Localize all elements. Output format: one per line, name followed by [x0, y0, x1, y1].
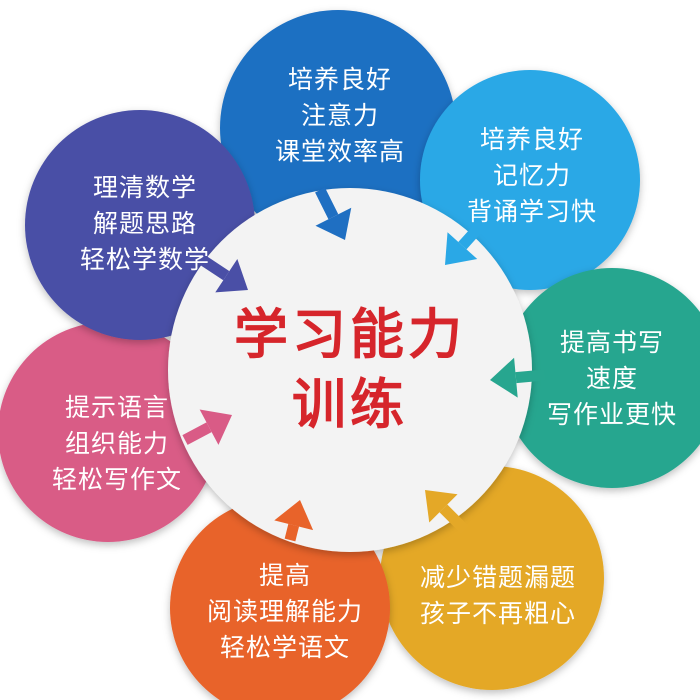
petal-memory-line-3: 背诵学习快 — [466, 197, 597, 226]
arrow-shaft-memory — [458, 211, 495, 250]
arrow-head-attention — [315, 207, 352, 240]
petal-writing-line-3: 写作业更快 — [546, 400, 677, 429]
petal-writing-line-1: 提高书写 — [559, 328, 664, 357]
petal-language-line-2: 组织能力 — [64, 429, 169, 458]
petal-math-line-3: 轻松学数学 — [79, 245, 210, 274]
petal-language-line-3: 轻松写作文 — [51, 465, 182, 494]
petal-attention-line-2: 注意力 — [300, 101, 379, 130]
petal-mistakes-line-2: 孩子不再粗心 — [419, 599, 576, 628]
center-title-line-2: 训练 — [292, 373, 408, 436]
petal-memory-line-2: 记忆力 — [492, 161, 571, 190]
arrow-head-memory — [445, 232, 478, 265]
arrow-head-reading — [274, 500, 314, 531]
arrow-shaft-writing — [515, 369, 546, 384]
arrow-shaft-attention — [315, 187, 339, 220]
petal-math-line-2: 解题思路 — [92, 209, 197, 238]
center-circle — [168, 188, 532, 552]
petal-mistakes-label: 减少错题漏题 孩子不再粗心 — [398, 560, 598, 632]
petal-language-label: 提示语言 组织能力 轻松写作文 — [32, 390, 202, 498]
petal-reading-line-2: 阅读理解能力 — [206, 597, 363, 626]
petal-memory-label: 培养良好 记忆力 背诵学习快 — [432, 122, 632, 230]
center-title: 学习能力 训练 — [200, 300, 500, 440]
petal-writing-label: 提高书写 速度 写作业更快 — [522, 325, 700, 433]
petal-attention-label: 培养良好 注意力 课堂效率高 — [240, 62, 440, 170]
center-title-line-1: 学习能力 — [234, 303, 466, 366]
arrow-shaft-mistakes — [439, 504, 469, 534]
petal-reading-label: 提高 阅读理解能力 轻松学语文 — [185, 558, 385, 666]
petal-writing — [502, 268, 700, 488]
petal-memory-line-1: 培养良好 — [479, 125, 584, 154]
petal-language — [0, 322, 218, 542]
arrow-shaft-reading — [284, 523, 300, 542]
petal-reading-line-3: 轻松学语文 — [219, 633, 350, 662]
petal-attention-line-3: 课堂效率高 — [274, 137, 405, 166]
petal-math-line-1: 理清数学 — [92, 173, 197, 202]
petal-writing-line-2: 速度 — [585, 364, 638, 393]
petal-math-label: 理清数学 解题思路 轻松学数学 — [55, 170, 235, 278]
petal-attention — [220, 10, 456, 246]
arrow-head-language — [199, 409, 232, 445]
arrow-head-math — [215, 258, 248, 293]
arrow-head-writing — [490, 357, 518, 398]
petal-language-line-1: 提示语言 — [64, 393, 169, 422]
petal-reading-line-1: 提高 — [258, 561, 311, 590]
arrow-shaft-math — [191, 250, 230, 281]
petal-attention-line-1: 培养良好 — [287, 65, 392, 94]
arrow-head-mistakes — [425, 490, 458, 523]
arrow-shaft-language — [182, 422, 212, 445]
petal-mistakes-line-1: 减少错题漏题 — [419, 563, 576, 592]
